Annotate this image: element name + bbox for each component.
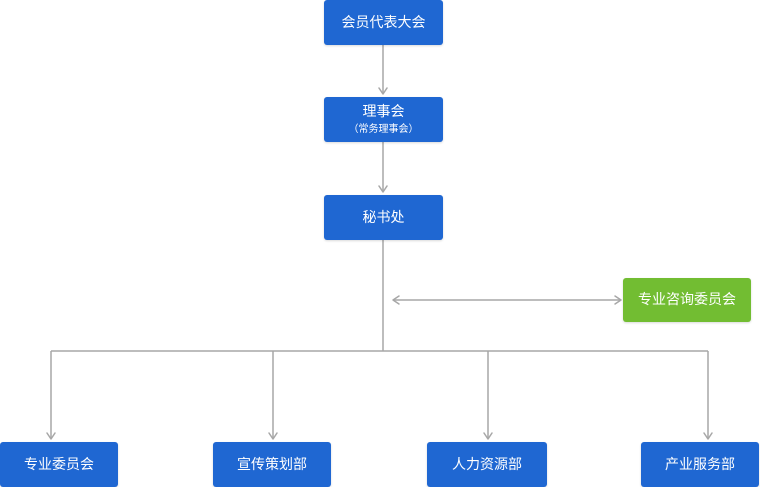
general-assembly-box: 会员代表大会 <box>324 0 443 45</box>
general-assembly-label: 会员代表大会 <box>341 14 426 31</box>
department-box-3: 人力资源部 <box>427 442 547 487</box>
arrow-to-department-2 <box>268 432 278 440</box>
arrow-to-department-4 <box>703 432 713 440</box>
secretariat-label: 秘书处 <box>362 209 405 226</box>
arrow-to-department-3 <box>483 432 493 440</box>
department-label-3: 人力资源部 <box>452 456 522 473</box>
council-sublabel: （常务理事会） <box>348 124 419 135</box>
council-box: 理事会 （常务理事会） <box>324 97 443 142</box>
arrow-right-advisory <box>614 295 622 305</box>
department-label-4: 产业服务部 <box>665 456 735 473</box>
council-label: 理事会 <box>362 104 405 120</box>
advisory-committee-box: 专业咨询委员会 <box>623 278 751 322</box>
department-label-1: 专业委员会 <box>24 456 94 473</box>
department-box-4: 产业服务部 <box>641 442 759 487</box>
secretariat-box: 秘书处 <box>324 195 443 240</box>
department-box-2: 宣传策划部 <box>213 442 331 487</box>
arrow-to-council <box>378 87 388 95</box>
department-label-2: 宣传策划部 <box>237 456 307 473</box>
advisory-committee-label: 专业咨询委员会 <box>638 292 736 308</box>
department-box-1: 专业委员会 <box>0 442 118 487</box>
arrow-to-department-1 <box>46 432 56 440</box>
arrow-left-advisory <box>392 295 400 305</box>
arrow-to-secretariat <box>378 185 388 193</box>
